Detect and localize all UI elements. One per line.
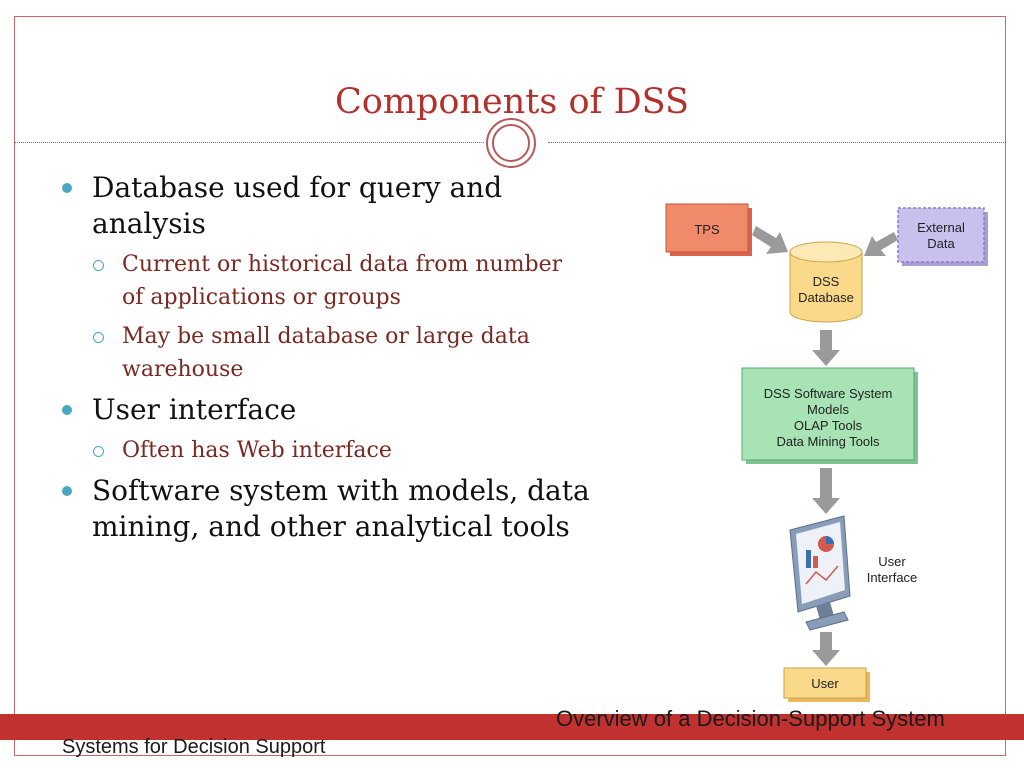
sub-bullet-text-line: May be small database or large data bbox=[122, 324, 530, 349]
user-interface-label-line: User bbox=[878, 554, 906, 569]
sub-bullet-item: Current or historical data from number o… bbox=[62, 248, 628, 314]
sub-bullet-item: Often has Web interface bbox=[62, 434, 628, 467]
title-divider-right bbox=[548, 142, 1006, 143]
arrow-software-to-ui-icon bbox=[812, 468, 840, 514]
hollow-circle-bullet-icon bbox=[93, 332, 104, 343]
dss-software-system-box: DSS Software System Models OLAP Tools Da… bbox=[741, 367, 918, 464]
computer-monitor-icon bbox=[789, 515, 851, 631]
sub-bullet-text-line: Often has Web interface bbox=[122, 438, 392, 463]
bullet-dot-icon bbox=[62, 486, 72, 496]
external-data-label-line: External bbox=[917, 220, 965, 235]
title-divider-left bbox=[14, 142, 484, 143]
bullet-text-line: mining, and other analytical tools bbox=[92, 510, 570, 543]
sub-bullet-text-line: Current or historical data from number bbox=[122, 252, 563, 277]
footer-bar bbox=[0, 714, 1024, 740]
diagram-caption: Overview of a Decision-Support System bbox=[556, 706, 945, 731]
bullet-text-line: Software system with models, data bbox=[92, 474, 590, 507]
dss-overview-diagram: TPS External Data DSS Database DSS Softw… bbox=[665, 203, 988, 702]
software-label-line: OLAP Tools bbox=[794, 418, 863, 433]
hollow-circle-bullet-icon bbox=[93, 446, 104, 457]
slide-frame bbox=[14, 16, 1006, 756]
user-label: User bbox=[811, 676, 839, 691]
sub-bullet-text-line: of applications or groups bbox=[122, 285, 401, 310]
bullet-text-line: Database used for query and bbox=[92, 171, 503, 204]
software-label-line: Models bbox=[807, 402, 849, 417]
user-interface-label-line: Interface bbox=[867, 570, 918, 585]
sub-bullet-item: May be small database or large data ware… bbox=[62, 320, 628, 386]
arrow-tps-to-db-icon bbox=[752, 226, 788, 254]
bullet-dot-icon bbox=[62, 405, 72, 415]
divider-circle-inner bbox=[492, 124, 530, 162]
arrow-db-to-software-icon bbox=[812, 330, 840, 366]
slide-footer: Systems for Decision Support bbox=[62, 736, 326, 758]
bullet-item-user-interface: User interface bbox=[62, 392, 628, 428]
bullet-dot-icon bbox=[62, 183, 72, 193]
software-label-line: Data Mining Tools bbox=[776, 434, 880, 449]
external-data-label-line: Data bbox=[927, 236, 955, 251]
bullet-list: Database used for query and analysis Cur… bbox=[62, 170, 628, 551]
tps-label: TPS bbox=[694, 222, 720, 237]
software-label-line: DSS Software System bbox=[764, 386, 893, 401]
bullet-item-database: Database used for query and analysis bbox=[62, 170, 628, 242]
user-box: User bbox=[783, 667, 870, 702]
arrow-ui-to-user-icon bbox=[812, 632, 840, 666]
divider-circle-ornament bbox=[486, 118, 536, 168]
bullet-item-software-system: Software system with models, data mining… bbox=[62, 473, 628, 545]
slide-title: Components of DSS bbox=[334, 82, 690, 122]
arrow-external-to-db-icon bbox=[864, 232, 898, 256]
bullet-text-line: User interface bbox=[92, 393, 297, 426]
database-label-line: Database bbox=[798, 290, 854, 305]
dss-database-cylinder: DSS Database bbox=[789, 241, 863, 323]
bullet-text-line: analysis bbox=[92, 207, 206, 240]
database-label-line: DSS bbox=[813, 274, 840, 289]
tps-box: TPS bbox=[665, 203, 752, 256]
external-data-box: External Data bbox=[897, 207, 988, 266]
sub-bullet-text-line: warehouse bbox=[122, 357, 244, 382]
hollow-circle-bullet-icon bbox=[93, 260, 104, 271]
